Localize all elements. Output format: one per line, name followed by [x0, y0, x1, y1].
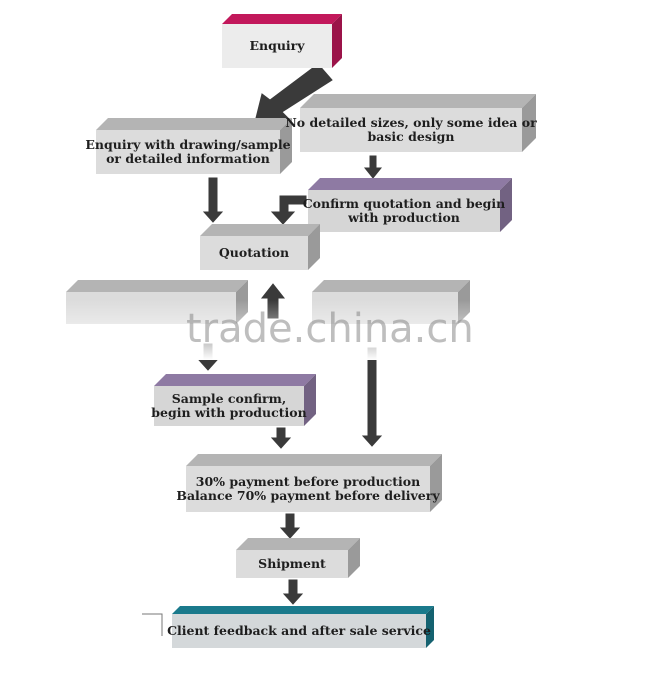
box-label-line: 30% payment before production — [196, 474, 420, 489]
box-top-face — [300, 94, 536, 108]
box-label-line: Enquiry with drawing/sample — [85, 137, 290, 152]
box-top-face — [308, 178, 512, 190]
box-top-face — [154, 374, 316, 386]
box-top-face — [186, 454, 442, 466]
box-top-face — [312, 280, 470, 292]
box-top-face — [236, 538, 360, 550]
box-top-face — [222, 14, 342, 24]
box-front-face — [300, 108, 522, 152]
box-label-line: begin with production — [151, 405, 306, 420]
box-quotation: Quotation — [200, 224, 320, 270]
box-top-face — [172, 606, 434, 614]
box-top-face — [96, 118, 292, 130]
arrow-shipment-to-feedback — [282, 579, 304, 605]
box-label-line: Quotation — [219, 245, 289, 260]
box-side-face — [304, 374, 316, 426]
box-label-line: Confirm quotation and begin — [303, 196, 506, 211]
box-label-line: Enquiry — [249, 38, 305, 53]
box-front-face — [186, 466, 430, 512]
box-label-line: with production — [347, 210, 460, 225]
box-label-line: Client feedback and after sale service — [167, 623, 431, 638]
box-front-face — [200, 236, 308, 270]
box-side-face — [348, 538, 360, 578]
box-side-face — [500, 178, 512, 232]
box-front-face — [236, 550, 348, 578]
fade-overlay — [48, 300, 478, 360]
box-side-face — [430, 454, 442, 512]
box-label-line: Balance 70% payment before delivery — [176, 488, 440, 503]
arrow-payment-to-shipment — [279, 513, 301, 539]
box-front-face — [154, 386, 304, 426]
box-sample-confirm: Sample confirm,begin with production — [151, 374, 316, 426]
box-enquiry: Enquiry — [222, 14, 342, 68]
box-label-line: No detailed sizes, only some idea or — [285, 115, 537, 130]
arrow-no-detailed-to-confirm — [363, 155, 383, 179]
arrow-enquiry-detailed-to-quotation — [202, 177, 224, 223]
box-no-detailed-sizes: No detailed sizes, only some idea orbasi… — [285, 94, 537, 152]
arrow-right-branch-to-payment — [361, 347, 383, 447]
box-shipment: Shipment — [236, 538, 360, 578]
box-top-face — [66, 280, 248, 292]
box-side-face — [426, 606, 434, 648]
box-side-face — [308, 224, 320, 270]
box-front-face — [172, 614, 426, 648]
box-label-line: or detailed information — [106, 151, 270, 166]
watermark-text: trade.china.cn — [186, 306, 474, 352]
box-label-line: basic design — [368, 129, 455, 144]
box-front-face — [308, 190, 500, 232]
box-front-face — [222, 24, 332, 68]
arrow-sample-to-payment — [270, 427, 292, 449]
box-side-face — [522, 94, 536, 152]
box-side-face — [332, 14, 342, 68]
box-front-face — [96, 130, 280, 174]
box-label-line: Sample confirm, — [172, 391, 286, 406]
box-label-line: Shipment — [258, 556, 326, 571]
corner-mark — [142, 613, 163, 636]
box-top-face — [200, 224, 320, 236]
box-client-feedback: Client feedback and after sale service — [167, 606, 434, 648]
elbow-arrow-confirm-to-quotation — [270, 195, 307, 225]
box-side-face — [280, 118, 292, 174]
